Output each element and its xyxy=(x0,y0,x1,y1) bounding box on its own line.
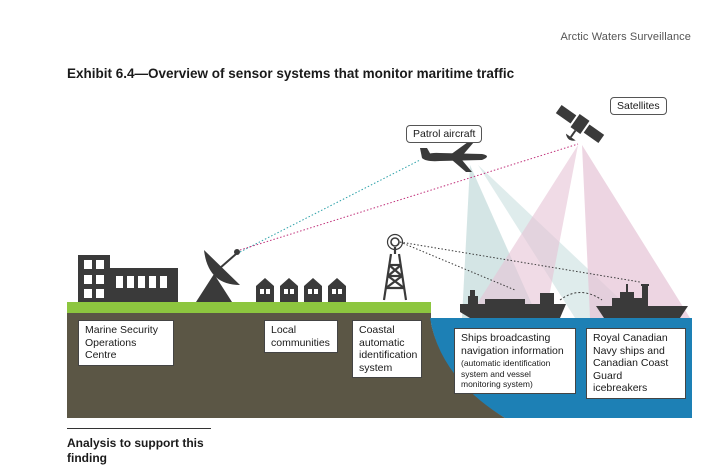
navy-ship-icon xyxy=(596,284,688,318)
local-communities-icon xyxy=(256,278,346,302)
msoc-label: Marine Security Operations Centre xyxy=(78,320,174,366)
analysis-heading: Analysis to support this finding xyxy=(67,436,204,465)
satellite-coverage-beam xyxy=(468,145,578,318)
ships-broadcasting-note: (automatic identification system and ves… xyxy=(461,358,551,389)
exhibit-title: Exhibit 6.4—Overview of sensor systems t… xyxy=(67,66,515,81)
satellite-icon xyxy=(555,104,605,144)
patrol-aircraft-tag: Patrol aircraft xyxy=(406,125,483,143)
merchant-ship-icon xyxy=(460,290,566,318)
operations-centre-icon xyxy=(78,255,178,302)
navy-coastguard-label: Royal Canadian Navy ships and Canadian C… xyxy=(586,328,686,399)
ais-tower-icon xyxy=(382,233,408,301)
header-title: Arctic Waters Surveillance xyxy=(560,31,691,43)
satellite-coverage-beam-2 xyxy=(582,145,690,318)
coastal-ais-label: Coastal automatic identification system xyxy=(352,320,422,378)
water-shelf xyxy=(430,318,505,418)
grass-strip xyxy=(67,302,431,313)
local-communities-label: Local communities xyxy=(264,320,338,353)
aircraft-link-line xyxy=(239,159,421,253)
radar-dish-icon xyxy=(196,249,240,302)
satellite-link-line xyxy=(239,143,579,251)
satellites-tag: Satellites xyxy=(610,97,667,115)
ship-link-arc xyxy=(559,292,603,301)
ships-broadcasting-label: Ships broadcasting navigation informatio… xyxy=(454,328,576,394)
patrol-aircraft-icon xyxy=(420,142,487,172)
ships-broadcasting-text: Ships broadcasting navigation informatio… xyxy=(461,332,564,357)
section-divider xyxy=(67,428,211,429)
